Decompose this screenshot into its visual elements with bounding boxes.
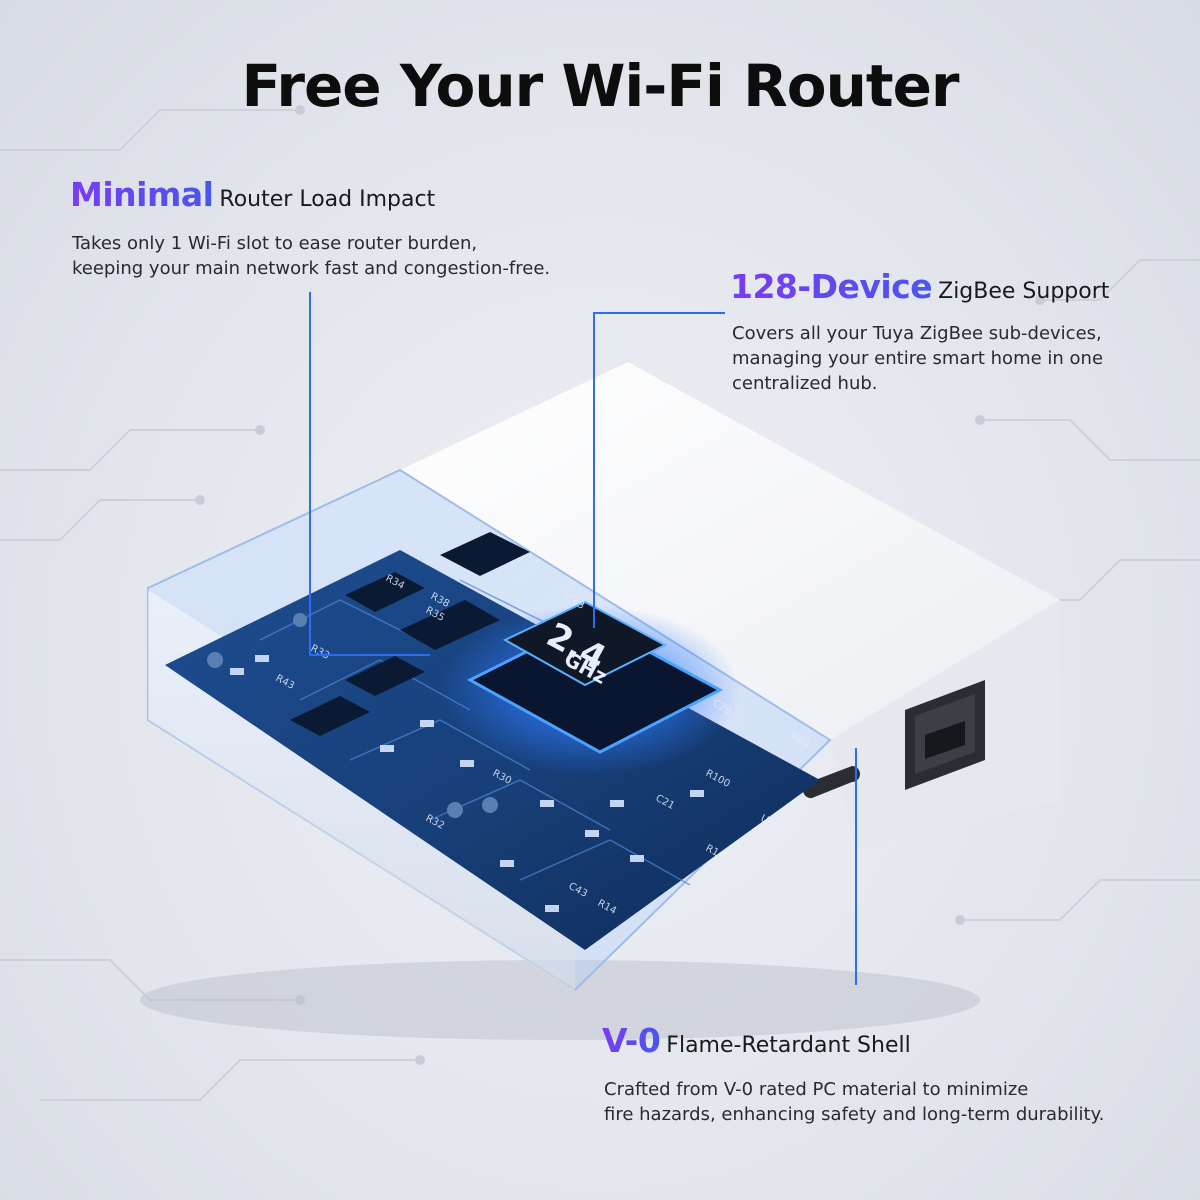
feature-description-line: managing your entire smart home in one xyxy=(732,348,1104,369)
feature-heading-rest: ZigBee Support xyxy=(938,279,1110,304)
feature-description-line: centralized hub. xyxy=(732,373,878,394)
feature-description-line: Takes only 1 Wi-Fi slot to ease router b… xyxy=(72,233,478,254)
page-title: Free Your Wi-Fi Router xyxy=(241,52,959,120)
device-shadow xyxy=(140,960,980,1040)
feature-heading-rest: Flame-Retardant Shell xyxy=(666,1033,911,1058)
zigbee-chip: 2.4 GHz xyxy=(440,600,740,775)
ethernet-port xyxy=(905,680,985,790)
callout-lines xyxy=(309,292,857,985)
feature-description-line: fire hazards, enhancing safety and long-… xyxy=(604,1104,1105,1125)
feature-description-line: keeping your main network fast and conge… xyxy=(72,258,551,279)
shell-top xyxy=(400,362,1060,740)
usb-c-port xyxy=(802,766,860,799)
feature-description: Crafted from V-0 rated PC material to mi… xyxy=(604,1077,1104,1127)
feature-heading-rest: Router Load Impact xyxy=(219,187,436,212)
feature-accent: V-0 xyxy=(602,1021,661,1060)
circuit-board-components xyxy=(207,532,704,912)
feature-accent: 128-Device xyxy=(730,267,933,306)
feature-accent: Minimal xyxy=(70,175,214,214)
feature-description-line: Crafted from V-0 rated PC material to mi… xyxy=(604,1079,1029,1100)
feature-description-line: Covers all your Tuya ZigBee sub-devices, xyxy=(732,323,1102,344)
callout-line-128-device xyxy=(593,312,725,628)
feature-description: Takes only 1 Wi-Fi slot to ease router b… xyxy=(72,231,550,281)
feature-description: Covers all your Tuya ZigBee sub-devices,… xyxy=(732,321,1109,396)
callout-line-minimal xyxy=(309,292,430,656)
